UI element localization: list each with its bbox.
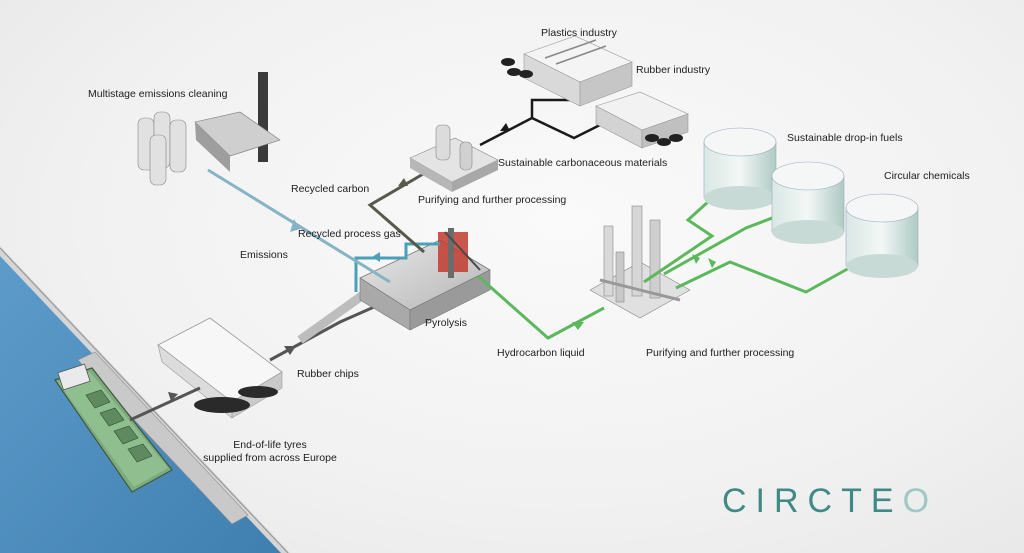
label-purifying-top: Purifying and further processing [418, 194, 567, 206]
label-sustainable-dropin-fuels: Sustainable drop-in fuels [787, 132, 903, 144]
arrows-to-tanks [692, 254, 716, 268]
label-sustainable-carbonaceous-materials: Sustainable carbonaceous materials [498, 157, 668, 169]
pyrolysis-plant-icon [359, 228, 491, 331]
label-purifying-bottom: Purifying and further processing [646, 347, 795, 359]
label-rubber-industry: Rubber industry [636, 64, 711, 76]
logo-main-text: CIRCTE [722, 482, 903, 520]
label-end-of-life-tyres-line1: End-of-life tyres [233, 439, 307, 451]
emissions-cleaning-icon [137, 72, 281, 186]
flow-hydrocarbon-liquid [477, 274, 605, 340]
tank-fuels-2-icon [771, 161, 845, 244]
label-end-of-life-tyres-line2: supplied from across Europe [203, 452, 337, 464]
tank-circular-chemicals-icon [845, 193, 919, 278]
flow-tyres [129, 386, 201, 422]
flow-carbon-to-industry [479, 98, 570, 147]
refinery-icon [589, 205, 691, 319]
tyre-warehouse-icon [157, 317, 283, 419]
circteo-logo: CIRCTEO [722, 482, 938, 521]
label-recycled-process-gas: Recycled process gas [298, 228, 401, 240]
rubber-industry-building-icon [595, 91, 689, 149]
quay-edge [0, 246, 290, 553]
arrow-recycled-process-gas [372, 252, 380, 262]
label-emissions: Emissions [240, 249, 288, 261]
flow-recycled-process-gas [354, 242, 440, 292]
flow-carbon-to-rubber [531, 116, 607, 140]
label-circular-chemicals: Circular chemicals [884, 170, 970, 182]
label-hydrocarbon-liquid: Hydrocarbon liquid [497, 347, 585, 359]
arrow-emissions [290, 219, 300, 232]
quay-line [0, 247, 289, 553]
label-recycled-carbon: Recycled carbon [291, 183, 370, 195]
label-pyrolysis: Pyrolysis [425, 317, 468, 329]
plastics-industry-building-icon [501, 35, 633, 107]
arrow-hydrocarbon-liquid [572, 322, 584, 330]
carbon-processing-plant-icon [409, 124, 499, 192]
dock-piers [77, 351, 249, 525]
ship-icon [54, 363, 173, 493]
label-plastics-industry: Plastics industry [541, 27, 617, 39]
label-end-of-life-tyres: End-of-life tyres supplied from across E… [200, 439, 340, 465]
flow-emissions [207, 168, 391, 284]
label-multistage-emissions-cleaning: Multistage emissions cleaning [88, 88, 228, 100]
arrow-recycled-carbon [398, 178, 408, 186]
flow-recycled-carbon [367, 168, 431, 254]
arrow-carbon [500, 123, 510, 131]
tank-dropin-fuels-icon [703, 127, 777, 210]
logo-last-letter: O [902, 482, 939, 520]
arrow-tyres [168, 392, 178, 401]
arrow-rubber-chips [284, 346, 296, 355]
label-rubber-chips: Rubber chips [297, 368, 359, 380]
